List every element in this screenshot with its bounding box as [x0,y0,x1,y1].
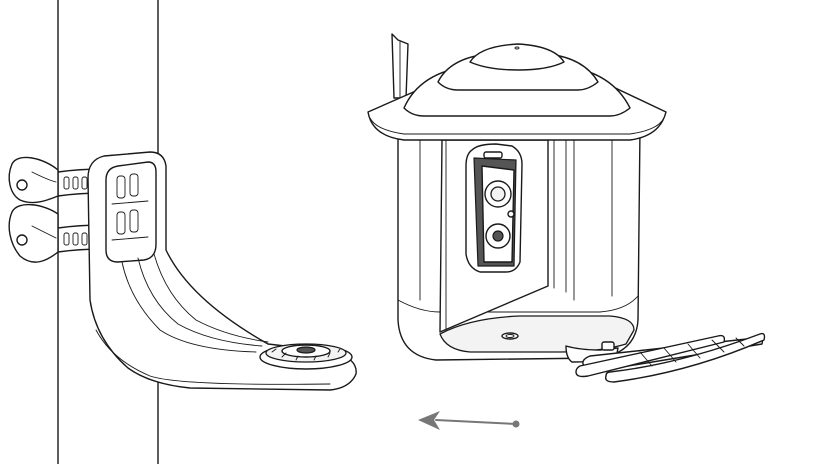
bracket-mount-disc [259,343,353,370]
feeder-perch [565,332,766,383]
bird-feeder [367,33,766,383]
feeder-roof [367,43,667,141]
wall-bracket [87,151,357,391]
feeder-camera [465,143,523,273]
feeder-antenna [391,33,409,99]
direction-arrow [418,411,520,430]
